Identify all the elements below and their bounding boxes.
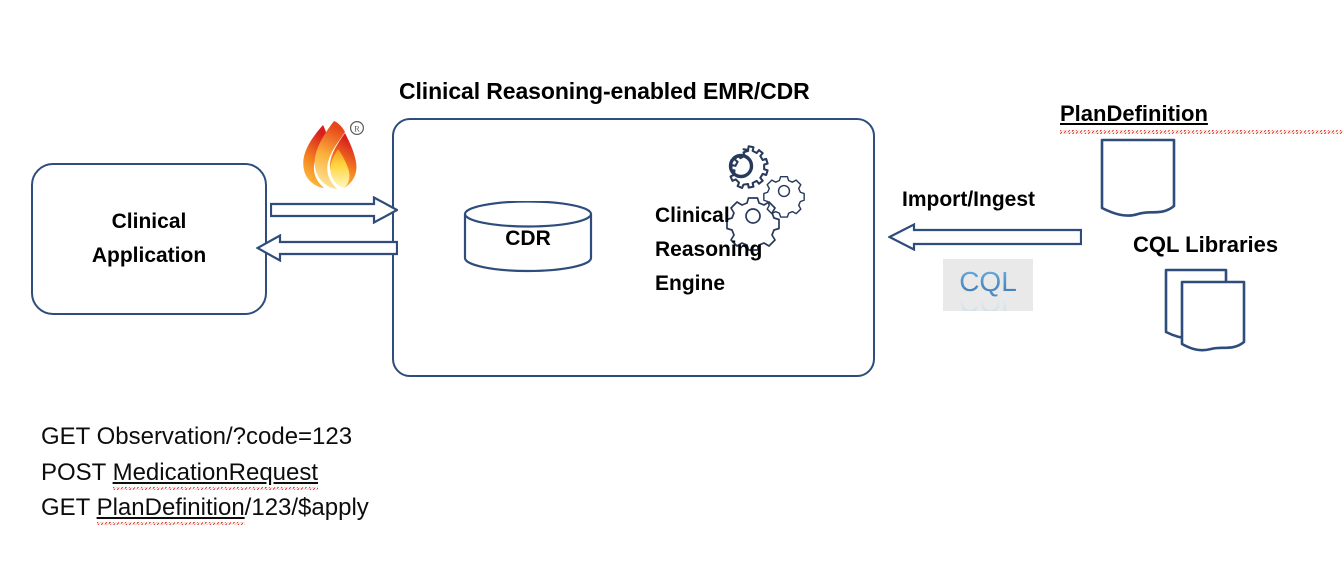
left-block-arrow-icon — [887, 222, 1083, 252]
svg-text:CQL: CQL — [959, 287, 1017, 311]
plan-definition-label: PlanDefinition — [1060, 101, 1343, 127]
cql-libraries-documents — [1164, 268, 1256, 354]
response-arrow — [255, 233, 399, 263]
api-resource: MedicationRequest — [112, 458, 319, 486]
api-call-line: GET Observation/?code=123 — [41, 419, 369, 455]
gears-icon — [714, 145, 814, 255]
fhir-flame-icon: R — [297, 116, 367, 196]
clinical-reasoning-engine-label: Clinical Reasoning Engine — [655, 204, 763, 296]
api-suffix: /123/$apply — [244, 494, 369, 522]
cdr-cylinder: CDR — [462, 200, 594, 273]
cql-libraries-label: CQL Libraries — [1133, 232, 1279, 257]
api-method: POST — [41, 458, 106, 486]
clinical-application-label: Clinical Application — [91, 210, 207, 267]
database-cylinder-icon — [463, 200, 593, 273]
api-resource: Observation — [96, 423, 226, 450]
cql-logo: CQL CQL — [943, 259, 1033, 318]
cql-logo-text: CQL — [959, 266, 1017, 297]
api-suffix: /?code=123 — [225, 423, 353, 450]
api-method: GET — [41, 423, 90, 450]
api-call-list: GET Observation/?code=123 POST Medicatio… — [41, 419, 369, 526]
right-block-arrow-icon — [269, 195, 400, 225]
api-resource: PlanDefinition — [96, 494, 245, 522]
api-method: GET — [41, 494, 90, 522]
svg-text:R: R — [354, 123, 360, 133]
stacked-documents-icon — [1164, 268, 1246, 352]
clinical-application-box: Clinical Application — [31, 163, 267, 315]
api-call-line: POST MedicationRequest — [41, 455, 369, 491]
api-call-line: GET PlanDefinition/123/$apply — [41, 490, 369, 526]
left-block-arrow-icon — [255, 233, 399, 263]
document-icon — [1100, 138, 1176, 217]
registered-trademark-icon: R — [349, 120, 365, 136]
cdr-label: CDR — [505, 227, 551, 250]
request-arrow — [269, 195, 400, 225]
plan-definition-document — [1100, 138, 1176, 220]
import-ingest-arrow — [887, 222, 1083, 252]
import-ingest-label: Import/Ingest — [902, 188, 1036, 211]
page-title: Clinical Reasoning-enabled EMR/CDR — [399, 78, 810, 104]
